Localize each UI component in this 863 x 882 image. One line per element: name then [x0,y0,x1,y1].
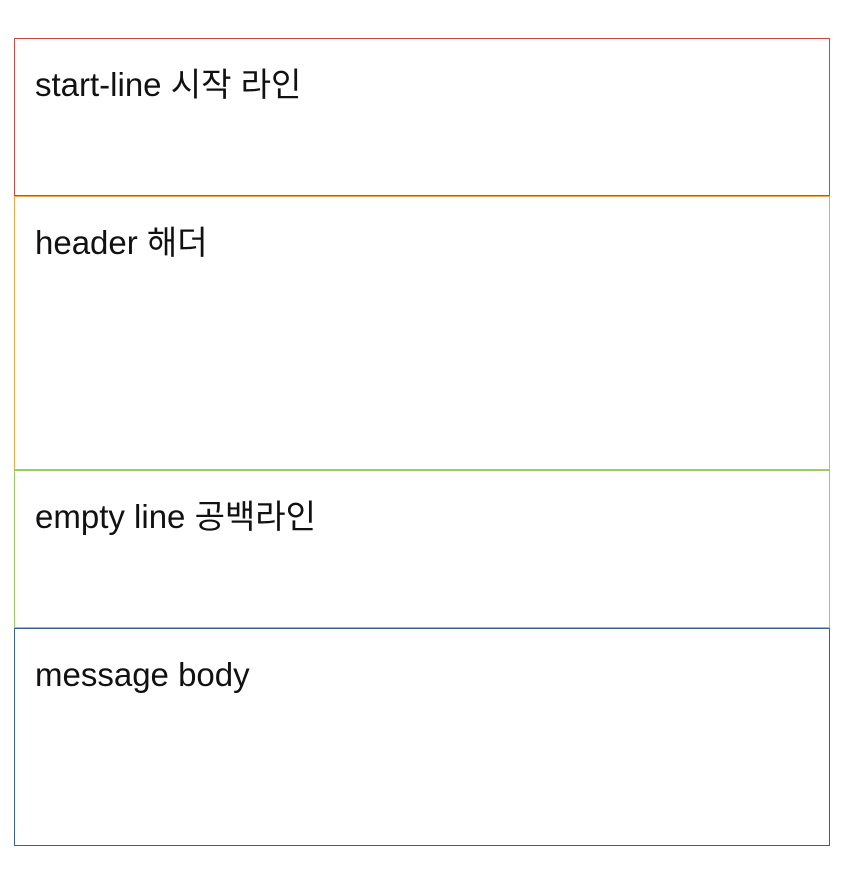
start-line-section: start-line 시작 라인 [14,38,830,196]
start-line-label: start-line 시작 라인 [35,66,302,103]
message-body-section: message body [14,628,830,846]
header-section: header 해더 [14,196,830,470]
empty-line-section: empty line 공백라인 [14,470,830,628]
empty-line-label: empty line 공백라인 [35,498,317,535]
header-label: header 해더 [35,224,208,261]
message-body-label: message body [35,656,250,693]
